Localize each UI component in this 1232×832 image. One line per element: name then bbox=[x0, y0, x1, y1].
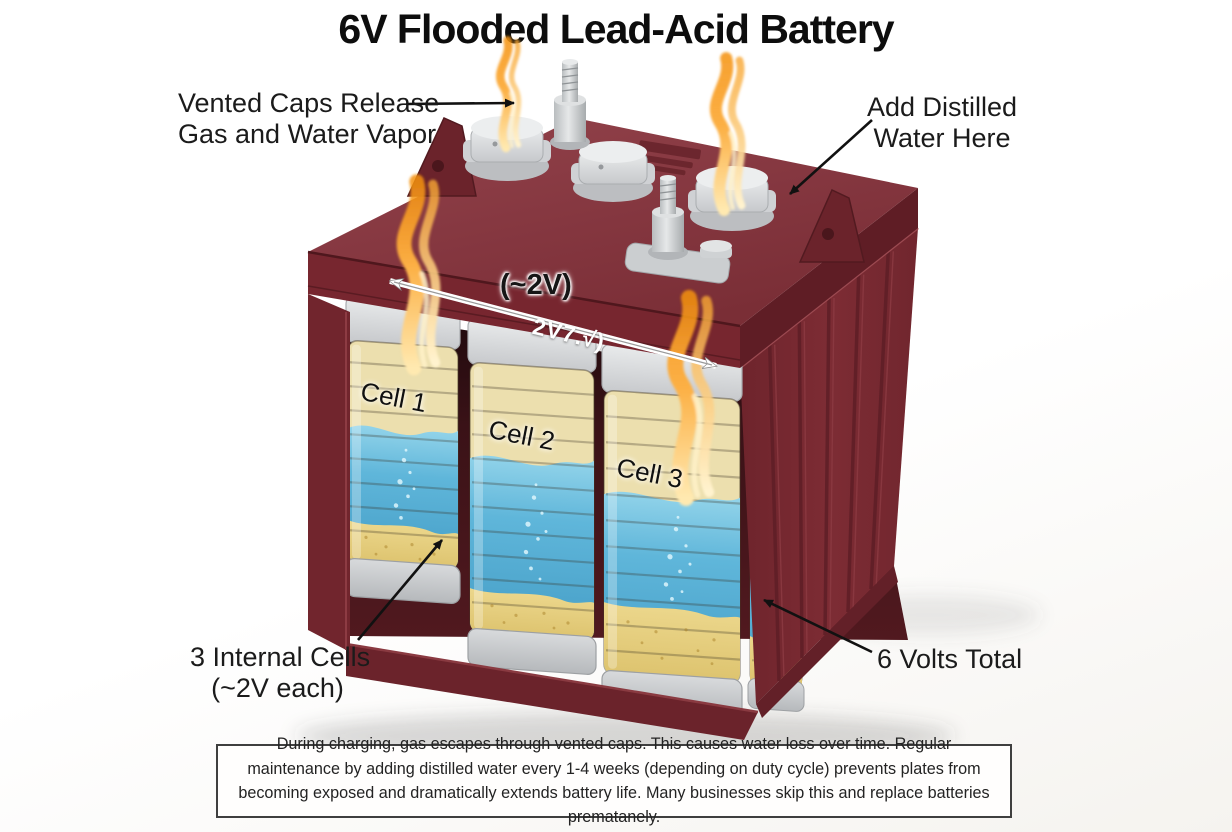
label-vented-caps: Vented Caps Release Gas and Water Vapor bbox=[178, 88, 440, 151]
terminal-stud-icon bbox=[550, 59, 590, 150]
flame-icon bbox=[404, 182, 436, 368]
case-right-wall bbox=[739, 227, 919, 718]
caption-text: During charging, gas escapes through ven… bbox=[238, 735, 990, 827]
cell-3 bbox=[601, 327, 743, 718]
cell-span-arrow bbox=[390, 281, 716, 366]
label-vented-caps-line2: Gas and Water Vapor bbox=[178, 119, 437, 150]
brand-emboss bbox=[638, 140, 701, 176]
case-bottom-lip bbox=[345, 642, 759, 740]
label-vented-caps-line1: Vented Caps Release bbox=[178, 88, 440, 118]
internal-cells-arrow bbox=[357, 539, 443, 641]
cell-2 bbox=[467, 301, 597, 675]
label-add-water-line1: Add Distilled bbox=[866, 92, 1018, 122]
lid-bracket-right bbox=[798, 188, 865, 263]
page-title: 6V Flooded Lead-Acid Battery bbox=[338, 6, 894, 52]
label-internal-cells: 3 Internal Cells (~2V each) bbox=[190, 642, 371, 705]
label-add-water-line2: Water Here bbox=[873, 123, 1011, 154]
label-add-water: Add Distilled Water Here bbox=[862, 92, 1022, 155]
total-voltage-arrow bbox=[763, 598, 873, 654]
case-left-wall bbox=[308, 294, 350, 652]
cell-1 bbox=[345, 278, 461, 604]
add-water-arrow bbox=[789, 119, 873, 195]
vented-caps-arrow bbox=[405, 98, 515, 108]
vent-cap-icon bbox=[571, 141, 655, 202]
caption-box: During charging, gas escapes through ven… bbox=[216, 735, 1012, 826]
label-internal-cells-line1: 3 Internal Cells bbox=[190, 642, 371, 672]
terminal-stud-icon bbox=[648, 175, 688, 260]
label-cell-voltage: (~2V) bbox=[500, 269, 572, 301]
label-total-voltage: 6 Volts Total bbox=[877, 644, 1023, 674]
flame-icon bbox=[716, 58, 742, 210]
terminal-button-icon bbox=[700, 240, 732, 258]
lid-bracket-left bbox=[406, 117, 477, 197]
label-internal-cells-line2: (~2V each) bbox=[211, 673, 344, 704]
flame-icon bbox=[500, 40, 518, 148]
